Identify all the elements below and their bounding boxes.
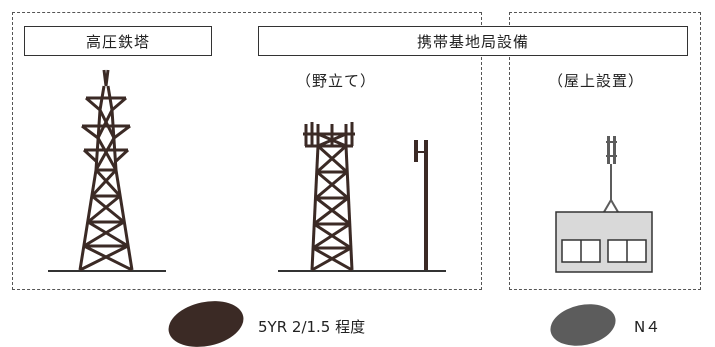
rooftop-installed-caption: （屋上設置） [548,72,645,90]
brown-color-code-label: 5YR 2/1.5 程度 [258,318,366,336]
brown-color-swatch [168,301,244,347]
rooftop-group-frame [509,12,701,290]
ground-group-frame [12,12,482,290]
building-icon [555,211,653,273]
mobile-base-station-label: 携帯基地局設備 [258,26,688,56]
ground-installed-caption: （野立て） [296,72,377,90]
gray-color-code-label: N４ [634,318,661,336]
rooftop-antenna-icon [603,136,619,213]
lattice-antenna-tower-icon [303,122,355,272]
steel-tower-icon [78,69,134,272]
monopole-antenna-icon [414,140,428,270]
gray-color-swatch [550,304,616,346]
steel-tower-label: 高圧鉄塔 [24,26,212,56]
